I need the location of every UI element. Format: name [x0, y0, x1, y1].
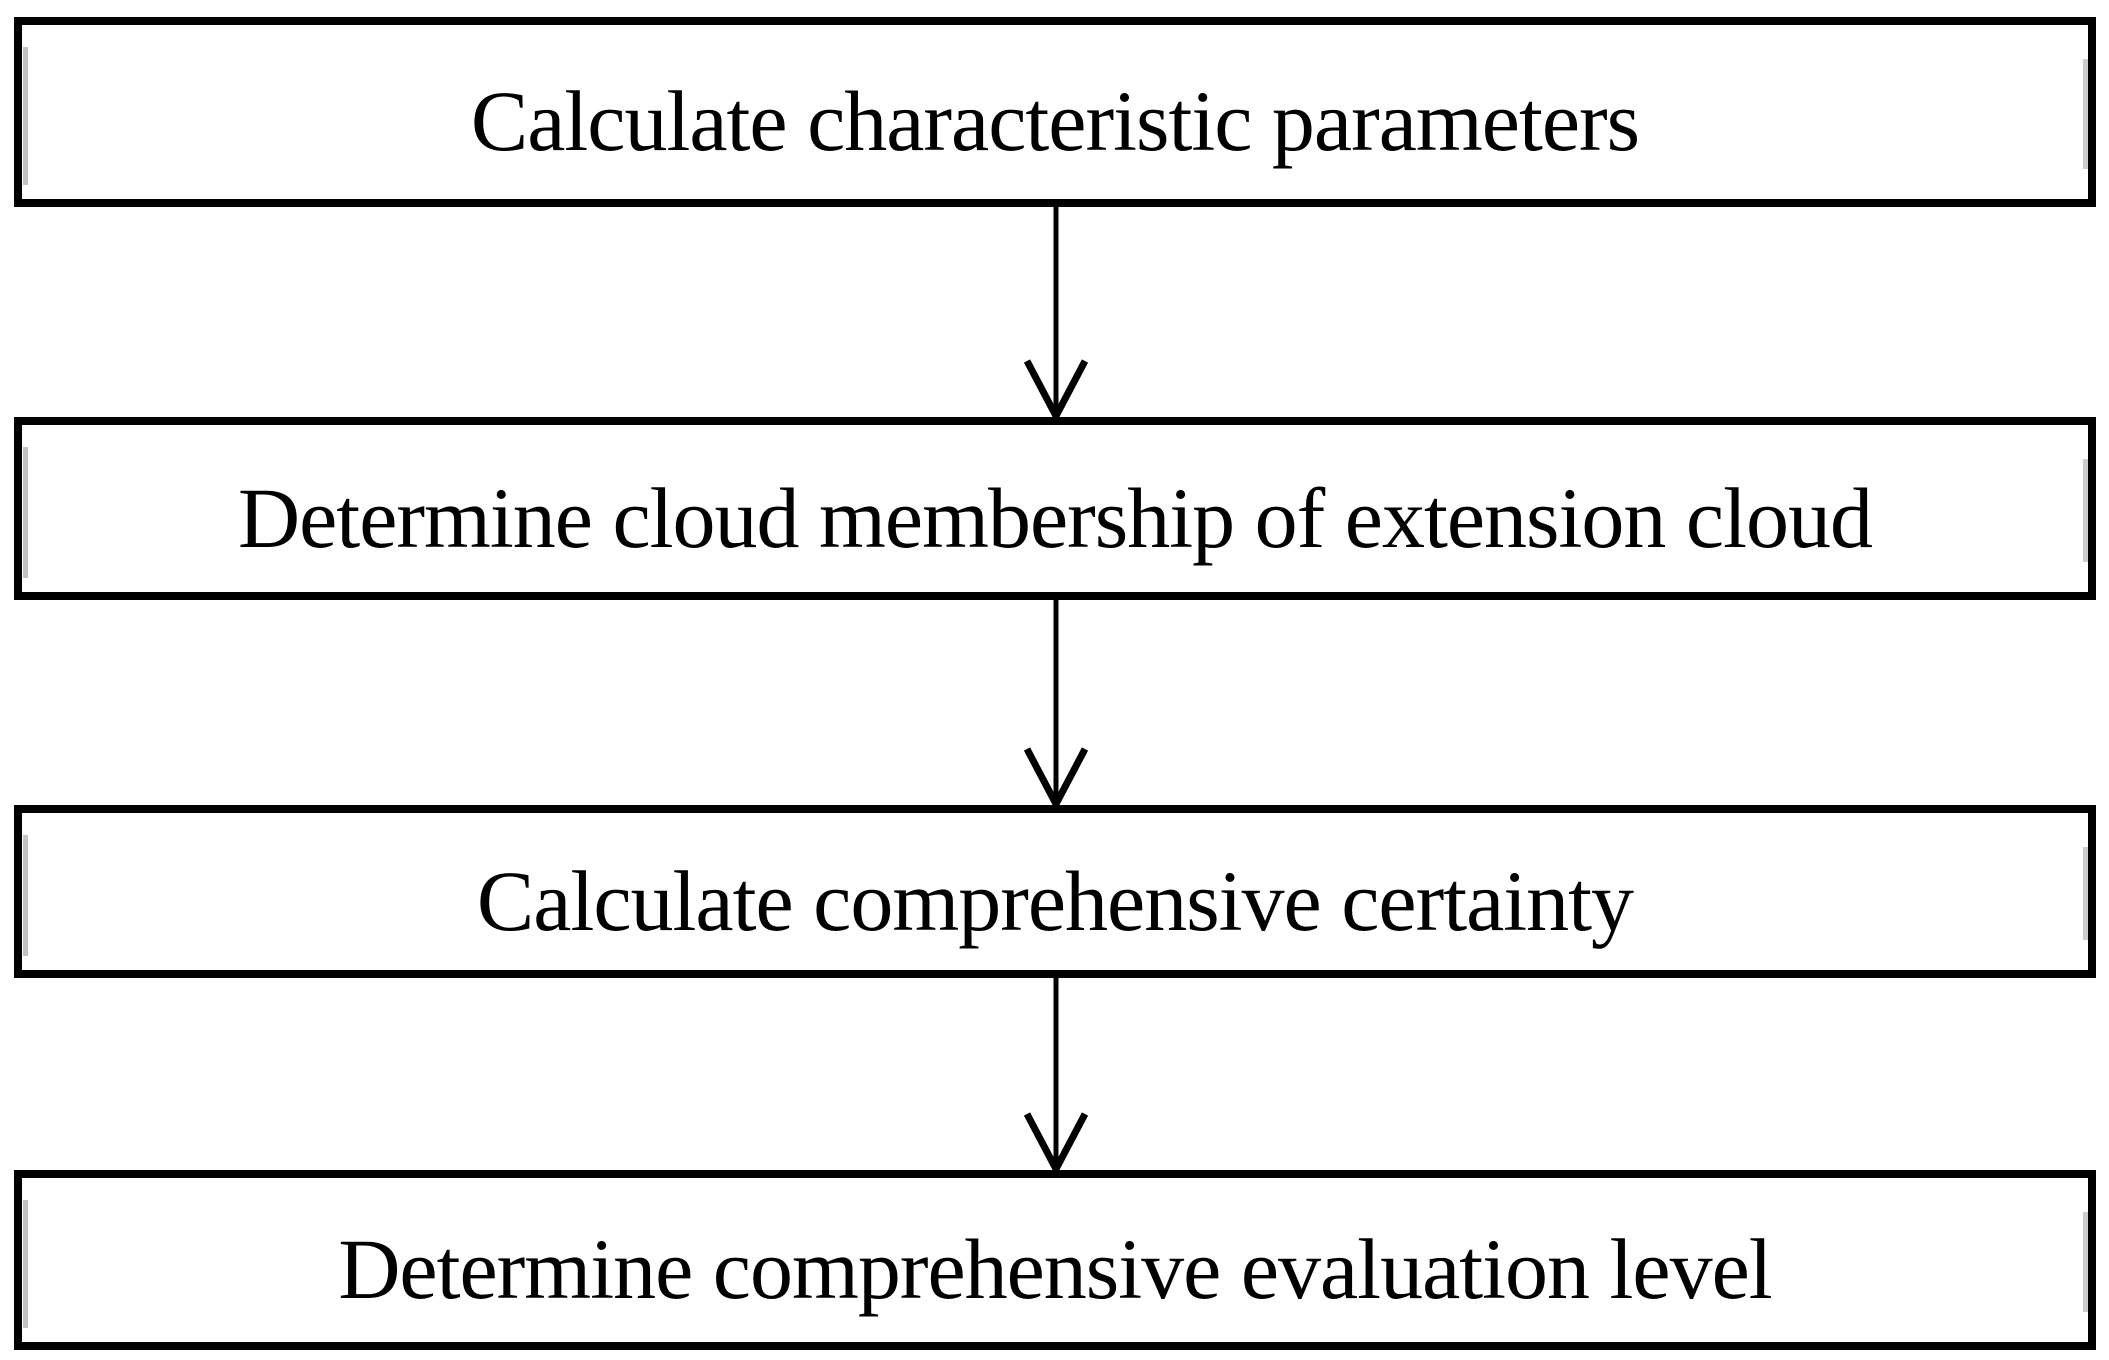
- flow-step-label: Calculate comprehensive certainty: [476, 852, 1634, 949]
- box-inner-shadow-left: [23, 835, 28, 956]
- flow-step-calculate-characteristic-parameters: Calculate characteristic parameters: [14, 17, 2096, 207]
- down-arrow-icon: [1023, 207, 1089, 419]
- box-inner-shadow-right: [2083, 59, 2088, 169]
- box-inner-shadow-left: [23, 47, 28, 185]
- box-inner-shadow-left: [23, 1200, 28, 1328]
- flow-step-label: Determine comprehensive evaluation level: [338, 1221, 1772, 1317]
- flow-step-determine-cloud-membership: Determine cloud membership of extension …: [14, 417, 2096, 600]
- flow-step-label: Calculate characteristic parameters: [470, 73, 1640, 169]
- down-arrow-icon: [1023, 600, 1089, 807]
- flow-step-determine-evaluation-level: Determine comprehensive evaluation level: [14, 1170, 2096, 1350]
- box-inner-shadow-right: [2083, 459, 2088, 562]
- box-inner-shadow-right: [2083, 1212, 2088, 1312]
- box-inner-shadow-right: [2083, 847, 2088, 940]
- flow-step-label: Determine cloud membership of extension …: [238, 469, 1873, 566]
- flow-step-calculate-comprehensive-certainty: Calculate comprehensive certainty: [14, 805, 2096, 978]
- down-arrow-icon: [1023, 978, 1089, 1172]
- box-inner-shadow-left: [23, 447, 28, 578]
